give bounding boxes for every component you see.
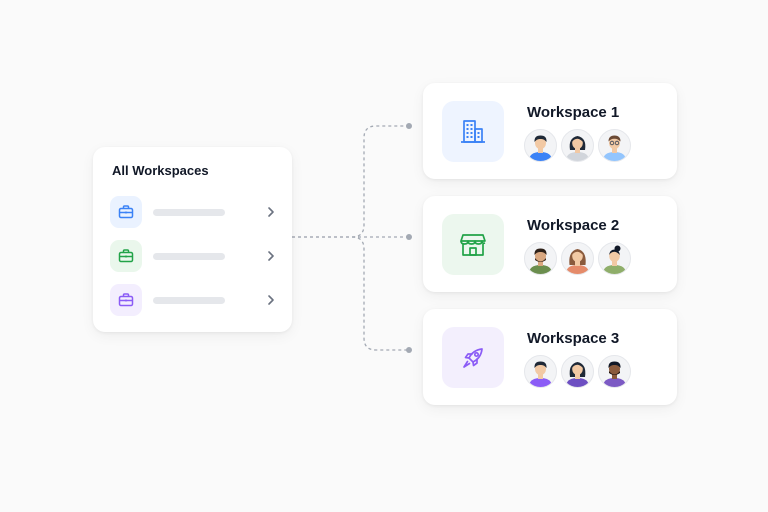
building-icon	[442, 101, 504, 162]
chevron-right-icon	[262, 247, 280, 265]
briefcase-icon	[110, 196, 142, 228]
rocket-icon	[442, 327, 504, 388]
briefcase-icon	[110, 240, 142, 272]
workspace-card-3[interactable]: Workspace 3	[423, 309, 677, 405]
avatar	[561, 242, 594, 275]
member-avatars	[524, 129, 631, 163]
workspace-list-item-2[interactable]	[110, 240, 280, 272]
avatar	[524, 129, 557, 162]
avatar	[561, 129, 594, 162]
avatar	[598, 242, 631, 275]
all-workspaces-card: All Workspaces	[93, 147, 292, 332]
placeholder-bar	[153, 209, 225, 216]
avatar	[598, 129, 631, 162]
avatar	[598, 355, 631, 388]
member-avatars	[524, 242, 631, 276]
placeholder-bar	[153, 297, 225, 304]
workspace-list-item-3[interactable]	[110, 284, 280, 316]
avatar	[561, 355, 594, 388]
chevron-right-icon	[262, 203, 280, 221]
workspace-list-item-1[interactable]	[110, 196, 280, 228]
placeholder-bar	[153, 253, 225, 260]
workspace-title: Workspace 1	[527, 104, 620, 121]
workspace-title: Workspace 2	[527, 217, 620, 234]
briefcase-icon	[110, 284, 142, 316]
all-workspaces-title: All Workspaces	[112, 163, 209, 178]
workspace-title: Workspace 3	[527, 330, 620, 347]
avatar	[524, 242, 557, 275]
avatar	[524, 355, 557, 388]
member-avatars	[524, 355, 631, 389]
storefront-icon	[442, 214, 504, 275]
workspace-card-1[interactable]: Workspace 1	[423, 83, 677, 179]
chevron-right-icon	[262, 291, 280, 309]
workspace-card-2[interactable]: Workspace 2	[423, 196, 677, 292]
